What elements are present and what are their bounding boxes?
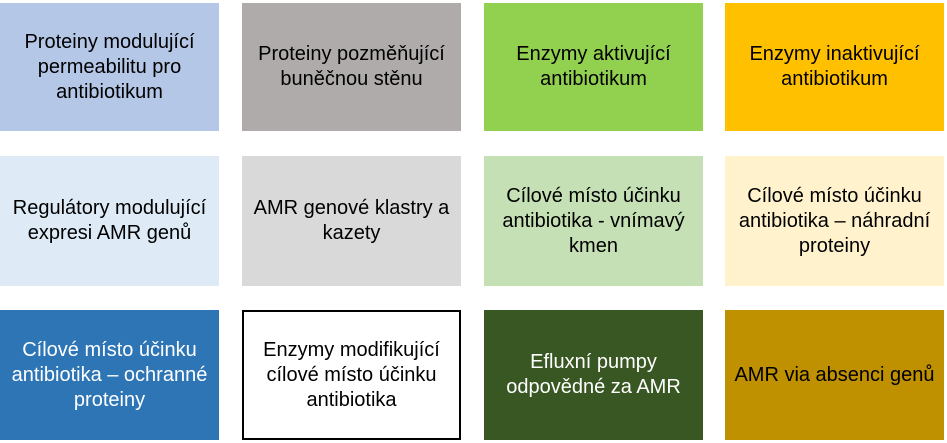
tile-activating-enzymes: Enzymy aktivující antibiotikum: [484, 3, 703, 131]
tile-permeability-proteins: Proteiny modulující permeabilitu pro ant…: [0, 3, 219, 131]
tile-label: Enzymy inaktivující antibiotikum: [749, 43, 920, 90]
tile-target-replacement: Cílové místo účinku antibiotika – náhrad…: [725, 156, 944, 286]
tile-label: Proteiny pozměňující buněčnou stěnu: [258, 43, 445, 90]
tile-efflux-pumps: Efluxní pumpy odpovědné za AMR: [484, 310, 703, 440]
tile-label: AMR via absenci genů: [734, 363, 935, 386]
tile-label: Enzymy modifikující cílové místo účinku …: [263, 338, 440, 411]
tile-target-susceptible: Cílové místo účinku antibiotika - vnímav…: [484, 156, 703, 286]
tile-target-modifying-enzymes: Enzymy modifikující cílové místo účinku …: [242, 310, 461, 440]
tile-cell-wall-proteins: Proteiny pozměňující buněčnou stěnu: [242, 3, 461, 131]
tile-label: Cílové místo účinku antibiotika - vnímav…: [502, 184, 685, 257]
tile-label: AMR genové klastry a kazety: [253, 197, 450, 244]
tile-label: Proteiny modulující permeabilitu pro ant…: [24, 30, 195, 103]
tile-expression-regulators: Regulátory modulující expresi AMR genů: [0, 156, 219, 286]
tile-label: Regulátory modulující expresi AMR genů: [12, 197, 207, 244]
tile-inactivating-enzymes: Enzymy inaktivující antibiotikum: [725, 3, 944, 131]
tile-label: Enzymy aktivující antibiotikum: [516, 43, 671, 90]
tile-label: Efluxní pumpy odpovědné za AMR: [506, 351, 681, 398]
tile-label: Cílové místo účinku antibiotika – ochran…: [11, 338, 208, 411]
tile-gene-absence: AMR via absenci genů: [725, 310, 944, 440]
tile-gene-clusters: AMR genové klastry a kazety: [242, 156, 461, 286]
tile-label: Cílové místo účinku antibiotika – náhrad…: [738, 184, 931, 257]
tile-target-protection: Cílové místo účinku antibiotika – ochran…: [0, 310, 219, 440]
